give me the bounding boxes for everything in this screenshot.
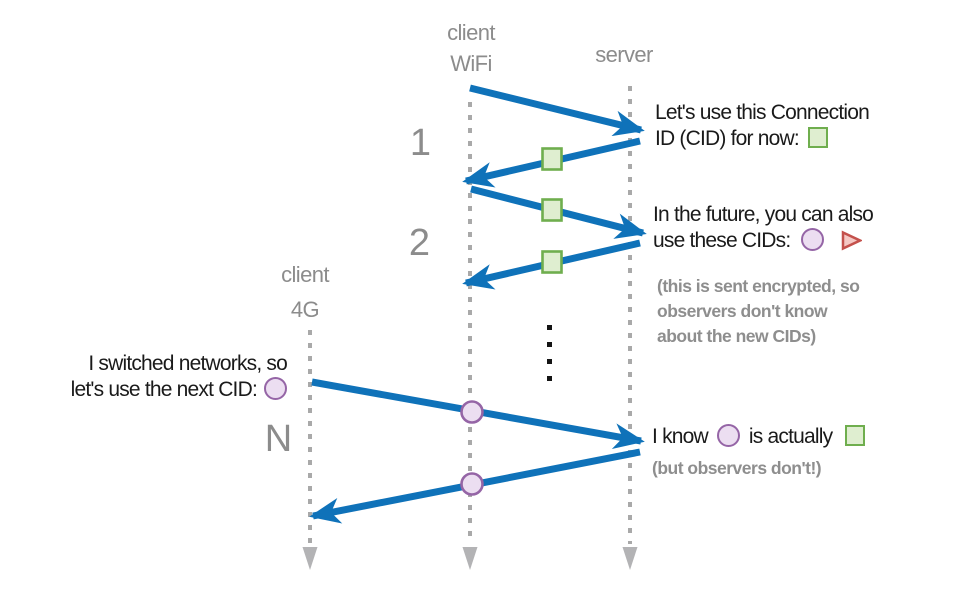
green-cid-square-icon [541,198,563,222]
label-client-wifi-name: client [447,20,495,45]
lifeline-client-wifi [468,102,472,544]
label-client-4g-network: 4G [290,297,320,322]
ellipsis-dot [547,325,552,330]
annotation-switched: I switched networks, so let's use the ne… [71,351,288,403]
note-encrypted-line1: (this is sent encrypted, so [657,276,860,296]
label-client-4g-name: client [281,262,329,287]
step-number-2: 2 [408,222,430,264]
annotation-reveal-part2: is actually [748,425,833,448]
annotation-reveal-part1: I know [652,425,709,448]
lifeline-arrowhead-wifi-icon [462,547,478,570]
annotation-switched-line2: let's use the next CID: [71,377,287,403]
annotation-reveal-line: I know is actually [652,424,866,450]
ellipsis-dot [547,342,552,347]
purple-cid-circle-icon [460,400,484,424]
lifeline-client-4g [308,330,312,544]
red-cid-triangle-icon [840,230,864,258]
green-cid-square-icon [845,425,866,446]
label-client-wifi: client WiFi [421,17,521,79]
step-number-n: N [264,418,292,460]
ellipsis-dots [547,325,552,381]
green-cid-square-icon [541,147,563,171]
annotation-switched-line2-text: let's use the next CID: [70,378,258,401]
arrow-2-wifi-to-server [470,185,647,239]
purple-cid-circle-icon [460,472,484,496]
purple-cid-circle-icon [801,228,825,251]
label-client-4g: client 4G [255,257,355,327]
annotation-cid-now: Let's use this Connection ID (CID) for n… [655,100,870,152]
purple-cid-circle-icon [716,424,740,447]
annotation-cid-now-line2-text: ID (CID) for now: [655,127,800,150]
lifeline-arrowhead-server-icon [622,547,638,570]
ellipsis-dot [547,359,552,364]
arrow-1-wifi-to-server [469,84,645,137]
purple-cid-circle-icon [264,377,287,400]
label-client-wifi-network: WiFi [450,51,492,76]
annotation-future-cids-line2: use these CIDs: [653,228,873,258]
step-number-1: 1 [409,122,431,164]
ellipsis-dot [547,376,552,381]
annotation-future-cids-line2-text: use these CIDs: [653,229,791,252]
note-encrypted-line2: observers don't know [657,301,828,321]
arrow-1-server-to-wifi [462,137,641,188]
annotation-reveal: I know is actually (but observers don't!) [652,424,866,481]
annotation-cid-now-line1: Let's use this Connection [655,101,870,124]
note-observers: (but observers don't!) [652,458,822,478]
green-cid-square-icon [807,127,828,148]
annotation-future-cids: In the future, you can also use these CI… [653,202,874,258]
arrow-n-4g-to-server [311,378,645,449]
green-cid-square-icon [541,250,563,274]
lifeline-arrowhead-4g-icon [302,547,318,570]
arrow-n-server-to-4g [309,448,641,524]
note-encrypted: (this is sent encrypted, so observers do… [657,274,860,349]
annotation-switched-line1: I switched networks, so [88,352,287,375]
annotation-future-cids-line1: In the future, you can also [653,203,874,226]
lifeline-server [628,86,632,544]
annotation-cid-now-line2: ID (CID) for now: [655,126,869,152]
label-server: server [595,42,653,67]
note-encrypted-line3: about the new CIDs) [657,326,816,346]
arrow-2-server-to-wifi [462,239,641,290]
